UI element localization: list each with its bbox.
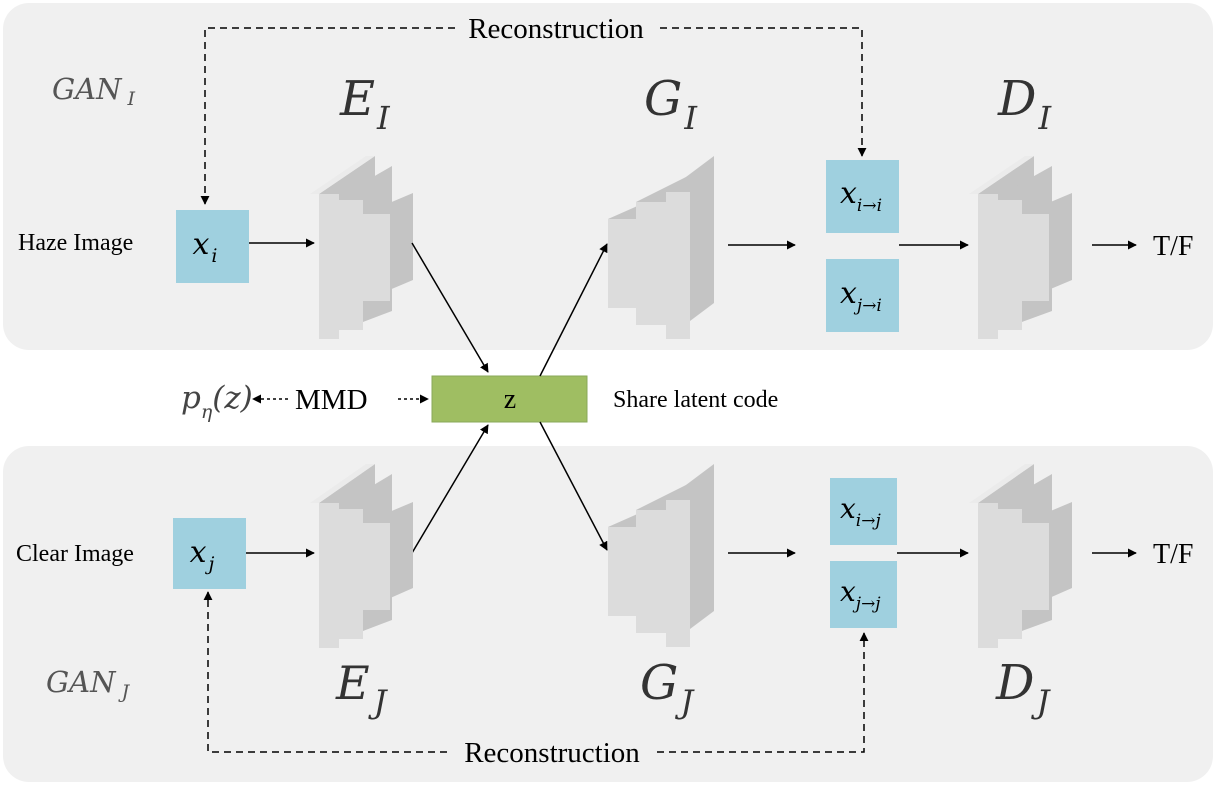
discriminator-j-label: DJ bbox=[995, 655, 1051, 721]
generator-j-layers-icon bbox=[608, 464, 714, 647]
prior-label: pη(z) bbox=[181, 380, 253, 423]
share-latent-code-label: Share latent code bbox=[613, 387, 778, 413]
x-i-to-j-box bbox=[830, 478, 897, 545]
x-i-box bbox=[176, 210, 249, 283]
encoder-i-layers-icon bbox=[310, 156, 413, 339]
generator-j-label: GJ bbox=[640, 655, 695, 721]
x-j-to-j-label: xj→j bbox=[840, 575, 881, 614]
haze-image-label: Haze Image bbox=[18, 230, 133, 256]
discriminator-i-label: DI bbox=[997, 71, 1052, 137]
latent-z-box bbox=[431, 375, 588, 423]
encoder-i-label: EI bbox=[339, 71, 391, 137]
arrow-encoder-i-to-z bbox=[411, 242, 489, 373]
top-panel bbox=[3, 3, 1213, 350]
bottom-reconstruction-label: Reconstruction bbox=[464, 737, 640, 769]
encoder-j-layers-icon bbox=[310, 464, 413, 648]
x-j-to-i-box bbox=[826, 259, 899, 332]
x-j-to-j-box bbox=[830, 561, 897, 628]
x-i-to-i-box bbox=[826, 160, 899, 233]
clear-image-label: Clear Image bbox=[16, 541, 134, 567]
arrow-z-to-generator-i bbox=[539, 243, 608, 377]
x-i-to-j-label: xi→j bbox=[840, 492, 881, 531]
top-reconstruction-label: Reconstruction bbox=[468, 13, 644, 45]
bottom-reconstruction-path-right bbox=[657, 632, 869, 753]
arrow-z-to-generator-j bbox=[539, 421, 608, 551]
bottom-result-label: T/F bbox=[1153, 539, 1193, 570]
x-i-to-i-label: xi→i bbox=[840, 176, 882, 216]
latent-z-label: z bbox=[504, 384, 516, 415]
x-j-box bbox=[173, 518, 246, 589]
generator-i-label: GI bbox=[644, 71, 698, 137]
discriminator-i-layers-icon bbox=[969, 156, 1072, 339]
top-result-label: T/F bbox=[1153, 231, 1193, 262]
generator-i-layers-icon bbox=[608, 156, 714, 339]
x-j-to-i-label: xj→i bbox=[840, 276, 882, 316]
mmd-label: MMD bbox=[295, 384, 368, 416]
discriminator-j-layers-icon bbox=[969, 464, 1072, 648]
arrow-encoder-j-to-z bbox=[411, 424, 489, 554]
